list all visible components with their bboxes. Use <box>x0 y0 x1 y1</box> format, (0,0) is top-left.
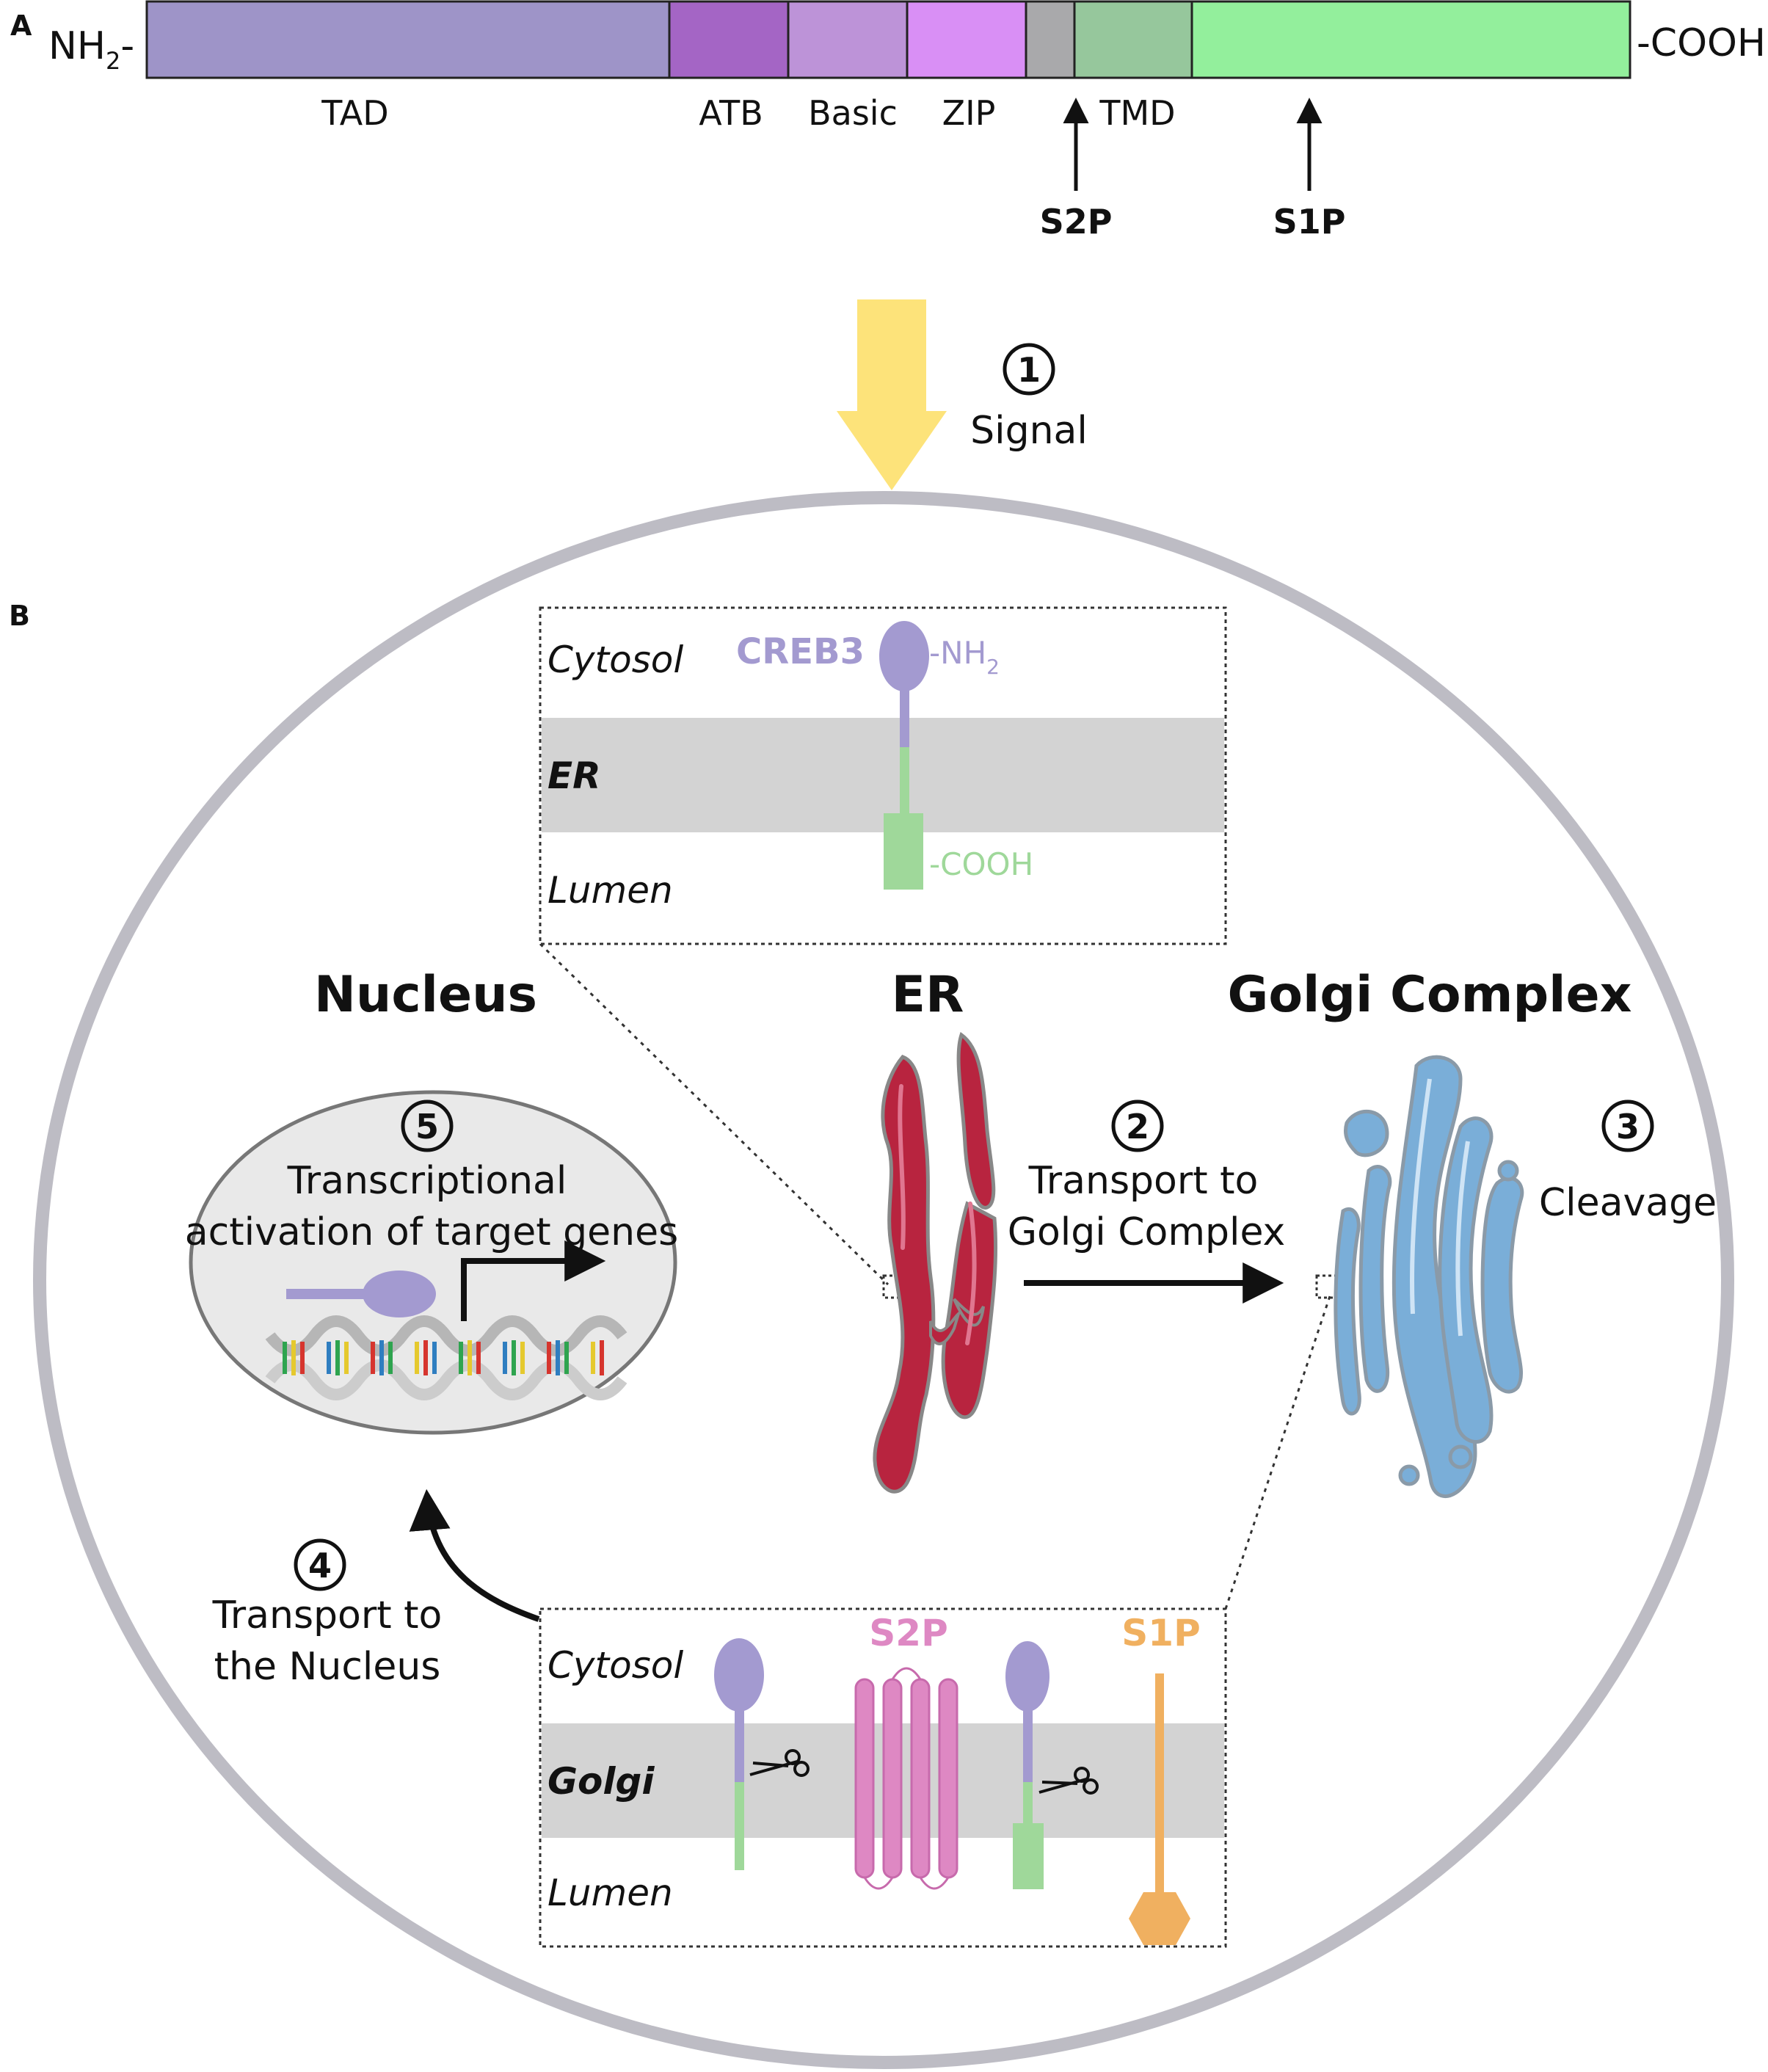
cell-membrane <box>33 491 1734 2069</box>
step-3: 3 Cleavage <box>1539 1099 1717 1225</box>
step-2-line-1: Transport to <box>1028 1159 1259 1203</box>
step-3-number: 3 <box>1616 1107 1640 1146</box>
step-4-line-1: Transport to <box>212 1593 443 1637</box>
step-2: 2 Transport to Golgi Complex <box>1008 1099 1286 1304</box>
golgi-inset-membrane-label: Golgi <box>548 1760 655 1803</box>
domain-tad <box>145 0 671 79</box>
n-terminus-label: NH2- <box>48 24 134 75</box>
c-terminus-label: -COOH <box>1637 21 1766 65</box>
golgi-membrane-inset: Cytosol Golgi Lumen S2P <box>539 1607 1227 1948</box>
domain-zip <box>906 0 1027 79</box>
domain-basic <box>787 0 909 79</box>
domain-label-tmd: TMD <box>1099 93 1175 133</box>
golgi-zoom-line <box>1224 1295 1331 1610</box>
cleavage-label: Cleavage <box>1539 1181 1717 1225</box>
step-5-line-1: Transcriptional <box>287 1159 567 1203</box>
creb3-cleaved-right <box>1005 1641 1049 1889</box>
er-bilayer <box>542 718 1224 832</box>
step-5-line-2: activation of target genes <box>185 1210 678 1254</box>
transport-to-nucleus-arrow <box>409 1488 540 1622</box>
panel-b-label: B <box>9 600 30 632</box>
panel-a-label: A <box>10 10 32 42</box>
signal-arrow <box>837 299 947 490</box>
step-3-circle <box>1601 1099 1654 1152</box>
nucleus-compartment: 5 Transcriptional activation of target g… <box>185 1090 678 1435</box>
creb3-tm-segment <box>900 747 909 813</box>
s1p-site-label: S1P <box>1273 202 1346 241</box>
creb3-protein <box>879 621 929 890</box>
golgi-inset-lumen-label: Lumen <box>548 1872 673 1914</box>
golgi-inset-cytosol-label: Cytosol <box>548 1644 683 1687</box>
signal-step: 1 Signal <box>837 299 1088 490</box>
step-4-number: 4 <box>308 1546 332 1585</box>
panel-a: A NH2- -COOH TAD ATB Basic ZIP TMD S2P S… <box>10 0 1766 241</box>
scissors-icon <box>1038 1767 1099 1795</box>
er-inset-membrane-label: ER <box>548 755 601 797</box>
domain-c-terminal <box>1190 0 1631 79</box>
s2p-label: S2P <box>869 1612 947 1654</box>
step-2-line-2: Golgi Complex <box>1008 1210 1286 1254</box>
step-2-circle <box>1111 1099 1164 1152</box>
creb3-transcription-factor <box>286 1271 436 1317</box>
er-membrane-inset: Cytosol ER Lumen CREB3 -NH2 -COOH <box>539 606 1227 945</box>
step-5-circle <box>401 1099 454 1152</box>
domain-label-atb: ATB <box>699 93 763 133</box>
creb3-label: CREB3 <box>736 631 865 672</box>
domain-label-basic: Basic <box>808 93 898 133</box>
scissors-icon <box>749 1749 810 1777</box>
step-5-number: 5 <box>415 1107 439 1146</box>
er-title: ER <box>892 966 964 1024</box>
creb3-cooh-label: -COOH <box>929 846 1033 882</box>
domain-linker <box>1025 0 1076 79</box>
golgi-title: Golgi Complex <box>1228 966 1632 1024</box>
signal-label: Signal <box>970 409 1088 453</box>
er-inset-lumen-label: Lumen <box>548 869 673 912</box>
dna-double-helix <box>265 1315 627 1400</box>
domain-label-tad: TAD <box>321 93 388 133</box>
step-1-circle <box>1003 343 1055 396</box>
creb3-cytosolic-stalk <box>900 683 909 747</box>
s1p-label: S1P <box>1121 1612 1200 1654</box>
domain-label-zip: ZIP <box>942 93 996 133</box>
step-1-number: 1 <box>1017 350 1041 390</box>
step-4: 4 Transport to the Nucleus <box>212 1488 540 1689</box>
s2p-protease <box>854 1667 958 1890</box>
nucleus-title: Nucleus <box>314 966 537 1024</box>
step-2-number: 2 <box>1126 1107 1149 1146</box>
creb3-head <box>879 621 929 691</box>
step-4-circle <box>294 1538 346 1591</box>
step-4-line-2: the Nucleus <box>214 1645 441 1689</box>
golgi-zoom-box <box>1315 1274 1342 1299</box>
creb3-cleaved-left <box>714 1638 764 1870</box>
creb3-luminal-domain <box>884 813 923 890</box>
er-inset-cytosol-label: Cytosol <box>548 639 683 681</box>
er-zoom-line <box>539 942 890 1286</box>
domain-atb <box>668 0 790 79</box>
s1p-protease <box>1129 1673 1190 1945</box>
golgi-organelle-icon <box>1334 1055 1524 1498</box>
domain-tmd <box>1073 0 1193 79</box>
creb3-nh2-label: -NH2 <box>929 635 1000 679</box>
protein-domain-bar <box>145 0 1631 79</box>
er-organelle-icon <box>873 1031 998 1494</box>
transcription-start-arrow <box>461 1240 606 1321</box>
s2p-site-label: S2P <box>1040 202 1113 241</box>
